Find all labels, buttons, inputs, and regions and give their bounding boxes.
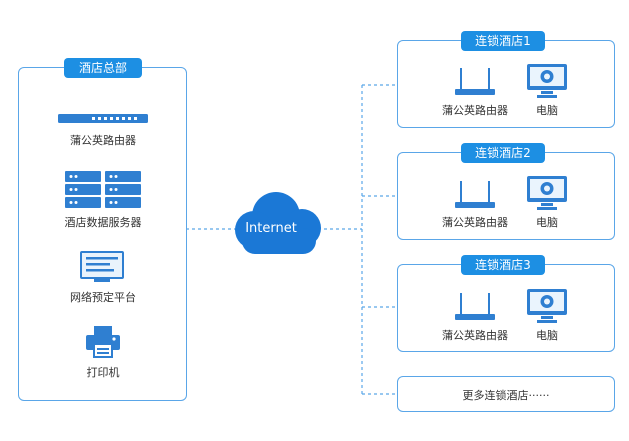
computer-icon: [527, 64, 567, 98]
computer-icon: [527, 289, 567, 323]
branch-router-label-1: 蒲公英路由器: [442, 104, 508, 117]
branch-router-label-2: 蒲公英路由器: [442, 216, 508, 229]
branch-title-1: 连锁酒店1: [461, 31, 545, 51]
router-icon: [455, 68, 495, 95]
hq-router-label: 蒲公英路由器: [70, 134, 136, 147]
hq-title: 酒店总部: [64, 58, 142, 78]
branch-pc-label-2: 电脑: [536, 216, 558, 229]
hq-server-label: 酒店数据服务器: [64, 216, 142, 229]
more-branches-label: 更多连锁酒店······: [462, 389, 550, 402]
hq-platform-label: 网络预定平台: [70, 291, 136, 304]
branch-panel-3: [397, 264, 615, 352]
router-icon: [455, 293, 495, 320]
branch-pc-label-1: 电脑: [536, 104, 558, 117]
branch-router-label-3: 蒲公英路由器: [442, 329, 508, 342]
printer-icon: [86, 326, 120, 358]
branch-pc-label-3: 电脑: [536, 329, 558, 342]
server-icon: [65, 171, 141, 208]
branch-panel-1: [397, 40, 615, 128]
cloud-label: Internet: [245, 221, 297, 236]
monitor-icon: [80, 251, 124, 282]
computer-icon: [527, 176, 567, 210]
hq-printer-label: 打印机: [86, 366, 120, 379]
cloud-icon: [235, 192, 321, 254]
branch-panel-2: [397, 152, 615, 240]
more-branches-panel: [397, 376, 615, 412]
router-icon: [58, 114, 148, 123]
branch-title-3: 连锁酒店3: [461, 255, 545, 275]
router-icon: [455, 181, 495, 208]
branch-title-2: 连锁酒店2: [461, 143, 545, 163]
